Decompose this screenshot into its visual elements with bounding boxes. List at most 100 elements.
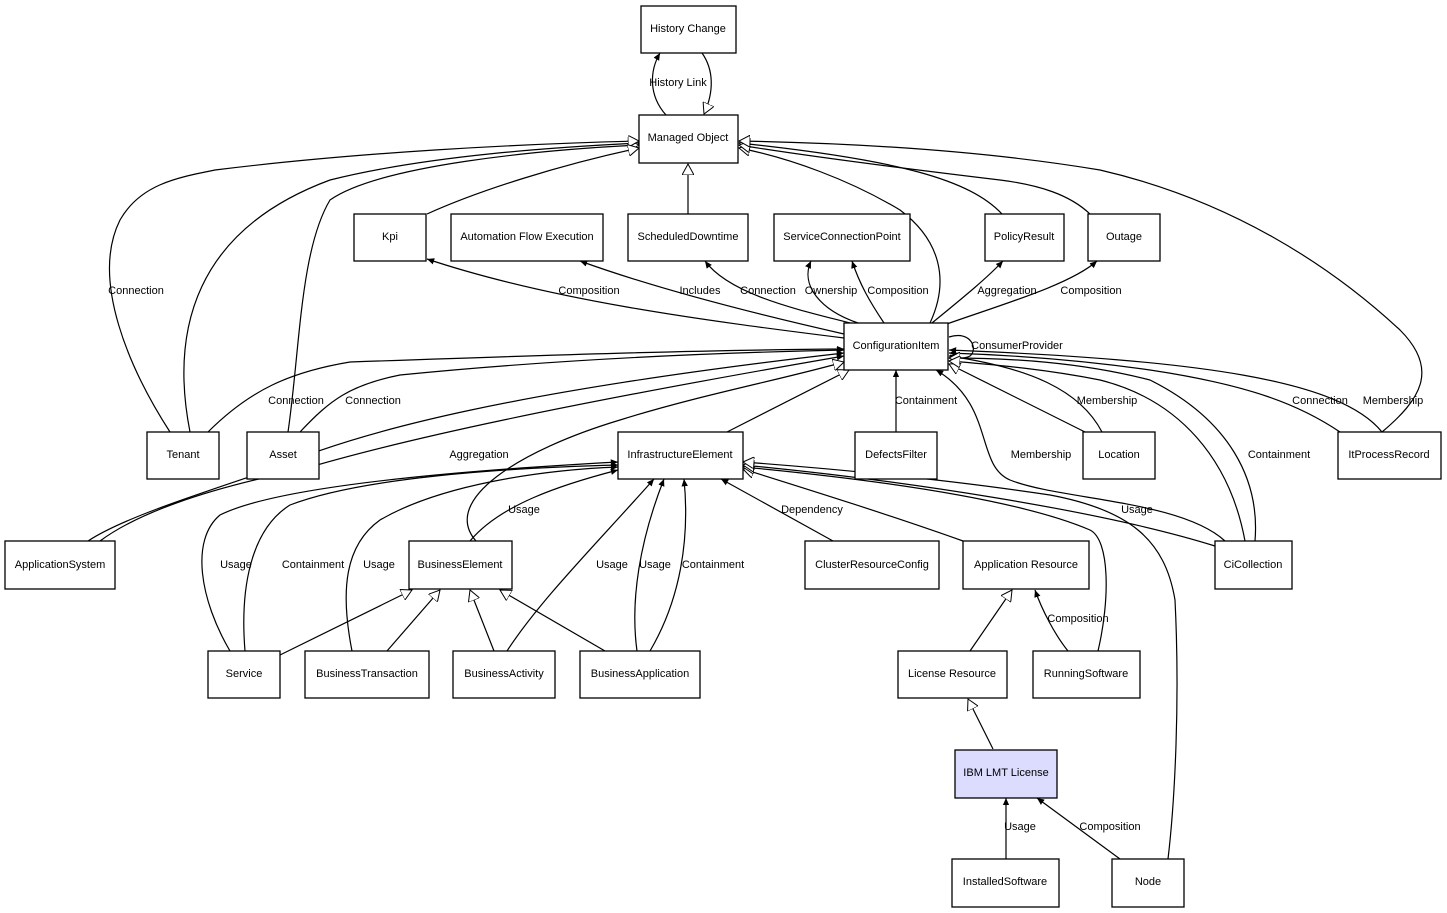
node-tenant[interactable]: Tenant <box>146 431 220 480</box>
node-business-transaction[interactable]: BusinessTransaction <box>304 650 430 699</box>
label-be-ie-usage: Usage <box>508 504 540 516</box>
node-scheduled-downtime[interactable]: ScheduledDowntime <box>627 213 749 262</box>
label-ci-scp-ownership: Ownership <box>805 285 858 297</box>
svg-text:BusinessApplication: BusinessApplication <box>591 668 689 680</box>
label-ci-sd-connection: Connection <box>740 285 796 297</box>
node-policy-result[interactable]: PolicyResult <box>984 213 1065 262</box>
svg-text:Kpi: Kpi <box>382 231 398 243</box>
edge-be-ci <box>466 362 844 542</box>
svg-text:ApplicationSystem: ApplicationSystem <box>15 559 106 571</box>
node-automation-flow-execution[interactable]: Automation Flow Execution <box>450 213 604 262</box>
edge-ci-mo <box>739 148 941 324</box>
svg-text:Tenant: Tenant <box>166 449 199 461</box>
label-tenant-mo-connection: Connection <box>108 285 164 297</box>
node-installed-software[interactable]: InstalledSoftware <box>951 858 1060 908</box>
label-service-usage: Usage <box>220 559 252 571</box>
node-it-process-record[interactable]: ItProcessRecord <box>1337 431 1442 480</box>
svg-text:ScheduledDowntime: ScheduledDowntime <box>638 231 739 243</box>
label-bapp-containment: Containment <box>682 559 744 571</box>
node-application-resource[interactable]: Application Resource <box>962 540 1090 590</box>
node-history-change[interactable]: History Change <box>640 5 737 54</box>
edge-ba-be <box>470 590 495 652</box>
svg-text:Location: Location <box>1098 449 1140 461</box>
edge-kpi-mo <box>426 148 639 215</box>
node-business-element[interactable]: BusinessElement <box>408 540 513 590</box>
edge-tenant-mo-connection <box>108 141 639 433</box>
node-configuration-item[interactable]: ConfigurationItem <box>843 322 949 371</box>
edge-cluster-ie <box>720 478 834 542</box>
label-ci-outage-composition: Composition <box>1060 285 1121 297</box>
node-application-system[interactable]: ApplicationSystem <box>4 540 116 590</box>
edge-node-ibm <box>1036 797 1121 860</box>
label-ci-scp-composition: Composition <box>867 285 928 297</box>
node-infrastructure-element[interactable]: InfrastructureElement <box>617 431 744 480</box>
edge-ci-kpi <box>426 258 845 339</box>
edge-cicoll-ie <box>743 465 1216 547</box>
label-ci-pr-aggregation: Aggregation <box>977 285 1036 297</box>
node-business-application[interactable]: BusinessApplication <box>579 650 701 699</box>
edge-history-link-down <box>701 52 711 114</box>
label-cluster-dependency: Dependency <box>781 504 843 516</box>
node-managed-object[interactable]: Managed Object <box>638 114 739 164</box>
node-defects-filter[interactable]: DefectsFilter <box>854 431 938 480</box>
edge-be-ie <box>469 468 619 542</box>
label-tenant-ci-connection: Connection <box>268 395 324 407</box>
edge-asset-ci <box>299 346 845 433</box>
edge-rs-ie <box>743 467 1107 652</box>
label-bapp-usage: Usage <box>639 559 671 571</box>
edge-itpr-mo <box>739 141 1423 433</box>
edge-location-ci <box>949 364 1086 433</box>
node-node[interactable]: Node <box>1111 858 1185 908</box>
label-ba-usage: Usage <box>596 559 628 571</box>
label-appsys-aggregation: Aggregation <box>449 449 508 461</box>
edge-tenant-mo <box>183 143 639 433</box>
node-location[interactable]: Location <box>1082 431 1156 480</box>
svg-text:PolicyResult: PolicyResult <box>994 231 1055 243</box>
node-service[interactable]: Service <box>207 650 281 699</box>
edge-service-ie-containment <box>243 461 619 652</box>
svg-text:Asset: Asset <box>269 449 297 461</box>
node-cluster-resource-config[interactable]: ClusterResourceConfig <box>804 540 940 590</box>
label-history-link: History Link <box>649 77 707 89</box>
edge-ci-afe <box>579 260 845 335</box>
edge-ci-self <box>948 334 974 361</box>
edge-ci-sd <box>704 260 851 324</box>
node-kpi[interactable]: Kpi <box>353 213 427 262</box>
svg-text:CiCollection: CiCollection <box>1224 559 1283 571</box>
edge-ie-ci <box>726 370 849 433</box>
edge-bapp-ie-usage <box>634 478 665 652</box>
node-ci-collection[interactable]: CiCollection <box>1214 540 1293 590</box>
node-outage[interactable]: Outage <box>1087 213 1161 262</box>
label-asset-ci-connection: Connection <box>345 395 401 407</box>
label-rs-composition: Composition <box>1047 613 1108 625</box>
label-node-composition: Composition <box>1079 821 1140 833</box>
edge-itpr-ci-connection <box>948 350 1341 433</box>
edge-service-be <box>279 590 412 656</box>
edge-itpr-ci-membership <box>948 347 1383 433</box>
label-consumer-provider: ConsumerProvider <box>971 340 1063 352</box>
edge-bt-ie <box>345 464 619 652</box>
edge-asset-mo <box>287 145 639 433</box>
label-itpr-membership: Membership <box>1363 395 1424 407</box>
label-defects-containment: Containment <box>895 395 957 407</box>
svg-text:RunningSoftware: RunningSoftware <box>1044 668 1128 680</box>
edge-location-ci-membership <box>948 353 1103 433</box>
label-cicoll-membership: Membership <box>1011 449 1072 461</box>
label-location-membership: Membership <box>1077 395 1138 407</box>
svg-text:History Change: History Change <box>650 23 726 35</box>
node-ibm-lmt-license[interactable]: IBM LMT License <box>954 749 1058 799</box>
edge-outage-mo <box>739 145 1091 215</box>
svg-text:ItProcessRecord: ItProcessRecord <box>1348 449 1429 461</box>
label-bt-usage: Usage <box>363 559 395 571</box>
node-asset[interactable]: Asset <box>246 431 320 480</box>
node-service-connection-point[interactable]: ServiceConnectionPoint <box>773 213 911 262</box>
edge-bt-be <box>386 590 440 652</box>
edge-ci-outage <box>943 260 1098 326</box>
node-business-activity[interactable]: BusinessActivity <box>452 650 556 699</box>
edge-appres-ie <box>743 469 964 542</box>
svg-text:Outage: Outage <box>1106 231 1142 243</box>
edge-lr-appres <box>969 590 1012 652</box>
node-license-resource[interactable]: License Resource <box>897 650 1008 699</box>
node-running-software[interactable]: RunningSoftware <box>1032 650 1141 699</box>
